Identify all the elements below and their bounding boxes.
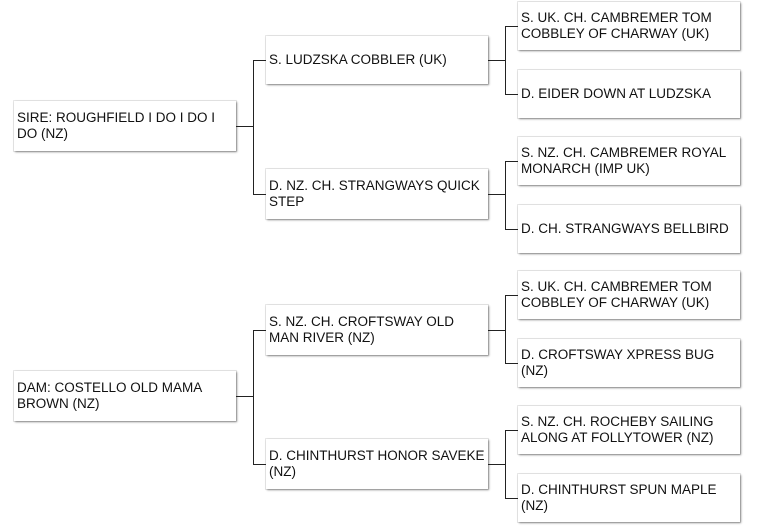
dam-sire-dam-box: D. CROFTSWAY XPRESS BUG (NZ) [518, 339, 740, 387]
connector-line [505, 430, 518, 431]
dam-sire-dam-label: D. CROFTSWAY XPRESS BUG (NZ) [521, 347, 715, 378]
dam-sire-box: S. NZ. CH. CROFTSWAY OLD MAN RIVER (NZ) [266, 305, 488, 355]
sire-sire-dam-label: D. EIDER DOWN AT LUDZSKA [521, 86, 712, 101]
sire-label: SIRE: ROUGHFIELD I DO I DO I DO (NZ) [17, 110, 216, 141]
connector-line [253, 330, 254, 464]
sire-dam-dam-label: D. CH. STRANGWAYS BELLBIRD [521, 221, 729, 236]
dam-dam-box: D. CHINTHURST HONOR SAVEKE (NZ) [266, 439, 488, 489]
sire-sire-dam-box: D. EIDER DOWN AT LUDZSKA [518, 70, 740, 118]
connector-line [253, 464, 266, 465]
connector-line [488, 464, 505, 465]
connector-line [505, 363, 518, 364]
connector-line [253, 330, 266, 331]
dam-dam-dam-box: D. CHINTHURST SPUN MAPLE (NZ) [518, 474, 740, 522]
sire-sire-sire-box: S. UK. CH. CAMBREMER TOM COBBLEY OF CHAR… [518, 2, 740, 50]
connector-line [505, 94, 518, 95]
sire-dam-sire-box: S. NZ. CH. CAMBREMER ROYAL MONARCH (IMP … [518, 137, 740, 185]
connector-line [505, 295, 518, 296]
connector-line [253, 60, 254, 194]
sire-dam-box: D. NZ. CH. STRANGWAYS QUICK STEP [266, 169, 488, 219]
connector-line [253, 60, 266, 61]
connector-line [505, 26, 506, 94]
dam-dam-dam-label: D. CHINTHURST SPUN MAPLE (NZ) [521, 482, 717, 513]
sire-box: SIRE: ROUGHFIELD I DO I DO I DO (NZ) [14, 101, 236, 151]
dam-dam-sire-box: S. NZ. CH. ROCHEBY SAILING ALONG AT FOLL… [518, 406, 740, 454]
sire-sire-box: S. LUDZSKA COBBLER (UK) [266, 36, 488, 84]
connector-line [253, 194, 266, 195]
dam-dam-sire-label: S. NZ. CH. ROCHEBY SAILING ALONG AT FOLL… [521, 414, 714, 445]
connector-line [488, 60, 505, 61]
connector-line [505, 498, 518, 499]
connector-line [505, 229, 518, 230]
connector-line [505, 430, 506, 498]
connector-line [236, 396, 253, 397]
dam-label: DAM: COSTELLO OLD MAMA BROWN (NZ) [17, 380, 202, 411]
dam-sire-label: S. NZ. CH. CROFTSWAY OLD MAN RIVER (NZ) [269, 314, 455, 345]
sire-sire-sire-label: S. UK. CH. CAMBREMER TOM COBBLEY OF CHAR… [521, 10, 712, 41]
sire-sire-label: S. LUDZSKA COBBLER (UK) [269, 52, 447, 67]
dam-sire-sire-box: S. UK. CH. CAMBREMER TOM COBBLEY OF CHAR… [518, 271, 740, 319]
connector-line [505, 161, 518, 162]
connector-line [505, 295, 506, 363]
sire-dam-dam-box: D. CH. STRANGWAYS BELLBIRD [518, 205, 740, 253]
sire-dam-label: D. NZ. CH. STRANGWAYS QUICK STEP [269, 178, 480, 209]
sire-dam-sire-label: S. NZ. CH. CAMBREMER ROYAL MONARCH (IMP … [521, 145, 726, 176]
connector-line [505, 161, 506, 229]
connector-line [488, 194, 505, 195]
dam-box: DAM: COSTELLO OLD MAMA BROWN (NZ) [14, 371, 236, 421]
connector-line [505, 26, 518, 27]
dam-dam-label: D. CHINTHURST HONOR SAVEKE (NZ) [269, 448, 485, 479]
connector-line [488, 330, 505, 331]
connector-line [236, 126, 253, 127]
dam-sire-sire-label: S. UK. CH. CAMBREMER TOM COBBLEY OF CHAR… [521, 279, 712, 310]
